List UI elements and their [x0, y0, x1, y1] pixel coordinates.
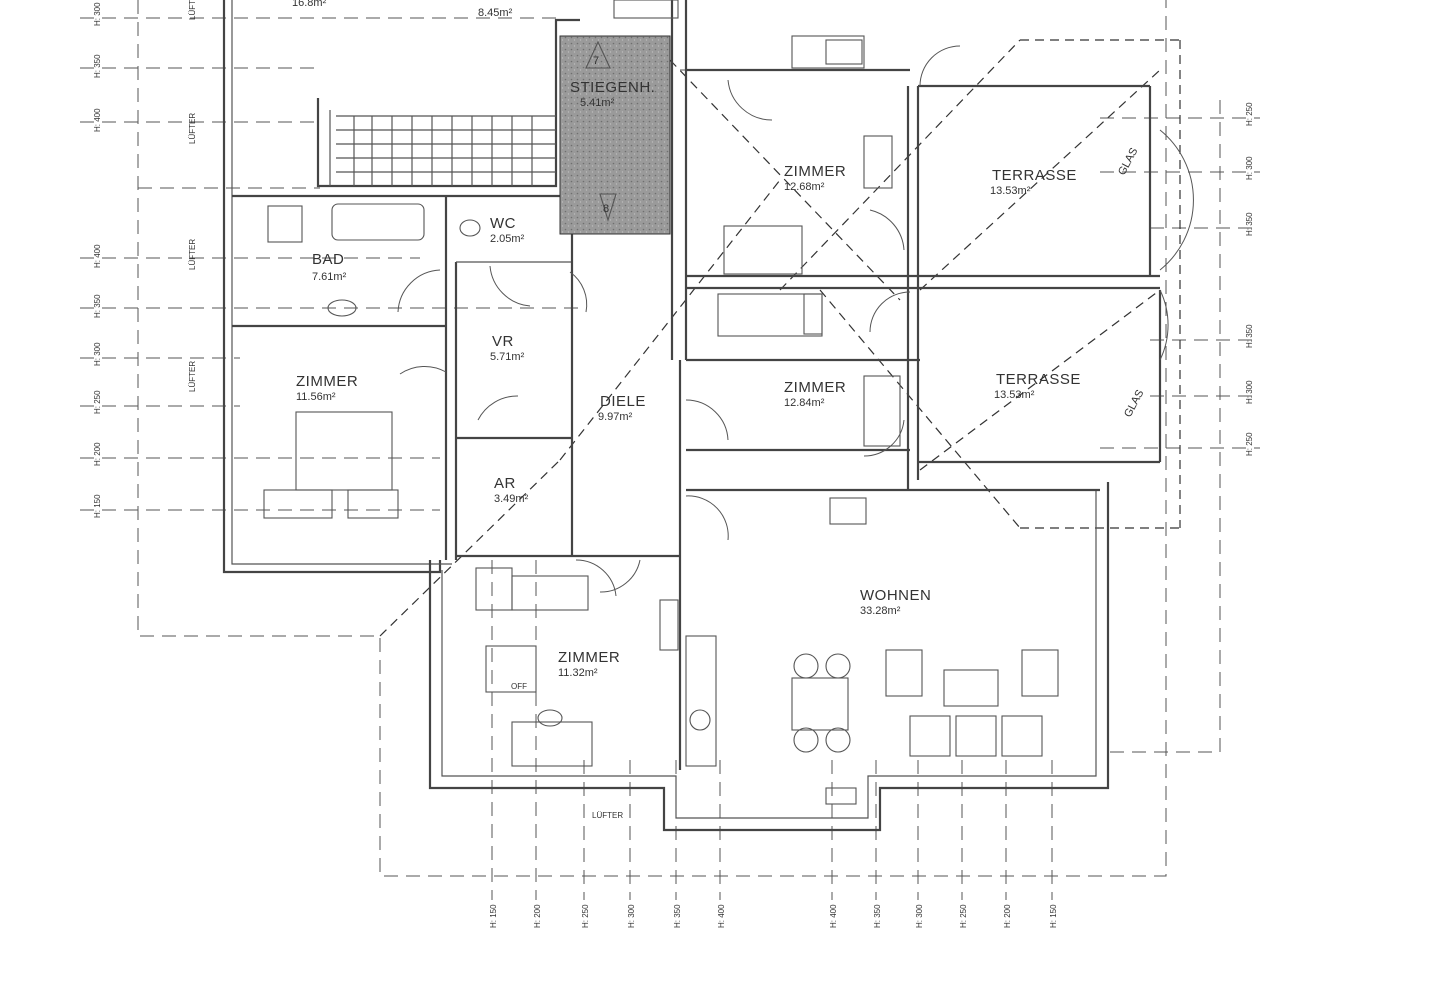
room-terrasse-s-name: TERRASSE [996, 371, 1081, 388]
height-lines-bottom [491, 560, 1053, 900]
height-bottom-6: H: 400 [717, 904, 726, 928]
room-ar-area: 3.49m² [494, 493, 529, 505]
room-wohnen-name: WOHNEN [860, 587, 931, 604]
hip-lines [379, 39, 1181, 637]
height-lines-left [80, 17, 580, 511]
room-stair-name: STIEGENH. [570, 79, 655, 96]
height-right-6: H: 250 [1245, 432, 1254, 456]
height-labels-bottom: H: 150 H: 200 H: 250 H: 300 H: 350 H: 40… [489, 904, 1058, 928]
glas-label-south: GLAS [1122, 388, 1146, 420]
room-zimmer-ne-area: 12.68m² [784, 181, 825, 193]
room-wc-area: 2.05m² [490, 233, 525, 245]
luefter-label-1: LÜFTER [188, 0, 197, 20]
height-labels-right: H: 250 H: 300 H: 350 H: 350 H: 300 H: 25… [1245, 102, 1254, 456]
height-left-8: H: 200 [93, 442, 102, 466]
furniture [263, 0, 1059, 805]
height-left-4: H: 400 [93, 244, 102, 268]
room-bad-area: 7.61m² [312, 271, 347, 283]
height-bottom-4: H: 300 [627, 904, 636, 928]
height-bottom-3: H: 250 [581, 904, 590, 928]
luefter-label-3: LÜFTER [188, 239, 197, 270]
off-label: OFF [511, 682, 527, 691]
room-vr-name: VR [492, 333, 514, 350]
luefter-labels: LÜFTER LÜFTER LÜFTER LÜFTER LÜFTER [188, 0, 623, 820]
room-stair-area: 5.41m² [580, 97, 615, 109]
room-zimmer-w-area: 11.56m² [296, 391, 336, 403]
room-diele-name: DIELE [600, 393, 646, 410]
luefter-label-bottom: LÜFTER [592, 811, 623, 820]
room-zimmer-e-name: ZIMMER [784, 379, 846, 396]
height-labels-left: H: 300 H: 350 H: 400 H: 400 H: 350 H: 30… [93, 2, 102, 518]
luefter-label-2: LÜFTER [188, 113, 197, 144]
room-r1-area: 16.8m² [292, 0, 327, 9]
height-bottom-11: H: 200 [1003, 904, 1012, 928]
room-r2-area: 8.45m² [478, 7, 513, 19]
walls [222, 0, 1162, 832]
height-right-1: H: 250 [1245, 102, 1254, 126]
room-zimmer-ne-name: ZIMMER [784, 163, 846, 180]
luefter-label-4: LÜFTER [188, 361, 197, 392]
height-bottom-9: H: 300 [915, 904, 924, 928]
room-ar-name: AR [494, 475, 516, 492]
height-left-9: H: 150 [93, 494, 102, 518]
room-wc-name: WC [490, 215, 516, 232]
room-zimmer-w-name: ZIMMER [296, 373, 358, 390]
room-bad-name: BAD [312, 251, 344, 268]
room-terrasse-n-area: 13.53m² [990, 185, 1031, 197]
stair-mark-top: 7 [593, 55, 599, 67]
height-left-6: H: 300 [93, 342, 102, 366]
height-bottom-5: H: 350 [673, 904, 682, 928]
glas-labels: GLAS GLAS [1116, 146, 1146, 420]
room-zimmer-s-name: ZIMMER [558, 649, 620, 666]
glas-label-north: GLAS [1116, 146, 1140, 178]
height-bottom-8: H: 350 [873, 904, 882, 928]
stair: 7 8 [336, 35, 671, 235]
height-left-2: H: 350 [93, 54, 102, 78]
height-right-2: H: 300 [1245, 156, 1254, 180]
room-zimmer-s-area: 11.32m² [558, 667, 598, 679]
height-right-5: H: 300 [1245, 380, 1254, 404]
room-terrasse-n-name: TERRASSE [992, 167, 1077, 184]
room-zimmer-e-area: 12.84m² [784, 397, 825, 409]
height-left-1: H: 300 [93, 2, 102, 26]
stair-mark-bottom: 8 [603, 203, 609, 215]
room-diele-area: 9.97m² [598, 411, 633, 423]
height-left-3: H: 400 [93, 108, 102, 132]
room-vr-area: 5.71m² [490, 351, 525, 363]
height-bottom-2: H: 200 [533, 904, 542, 928]
height-bottom-12: H: 150 [1049, 904, 1058, 928]
doors [397, 45, 1194, 597]
height-bottom-1: H: 150 [489, 904, 498, 928]
room-wohnen-area: 33.28m² [860, 605, 901, 617]
height-bottom-10: H: 250 [959, 904, 968, 928]
height-right-3: H: 350 [1245, 212, 1254, 236]
height-bottom-7: H: 400 [829, 904, 838, 928]
room-labels: 16.8m² 8.45m² STIEGENH. 5.41m² WC 2.05m²… [292, 0, 1081, 691]
room-terrasse-s-area: 13.53m² [994, 389, 1035, 401]
height-left-7: H: 250 [93, 390, 102, 414]
height-right-4: H: 350 [1245, 324, 1254, 348]
height-left-5: H: 350 [93, 294, 102, 318]
